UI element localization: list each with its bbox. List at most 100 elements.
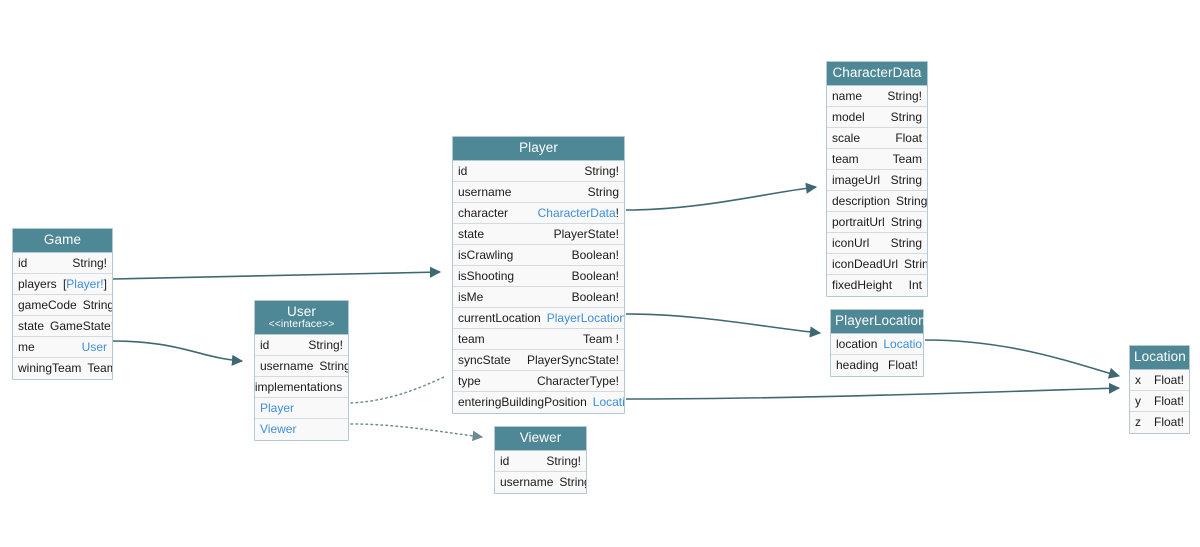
field-name: username [458,184,512,199]
field-row[interactable]: enteringBuildingPositionLocation [453,391,624,413]
field-type-link[interactable]: Location! [883,336,923,351]
field-row[interactable]: username String [255,355,348,377]
field-name: state [18,318,45,333]
field-name: portraitUrl [832,214,885,229]
edge-player-currentlocation-to-playerlocation [625,313,822,338]
entity-playerlocation[interactable]: PlayerLocation locationLocation!headingFl… [830,309,926,377]
field-name: gameCode [18,297,77,312]
field-name: z [1135,415,1141,430]
field-type: Team ! [582,331,619,346]
field-row[interactable]: username String [453,181,624,203]
field-row[interactable]: iconDeadUrlString [827,253,927,275]
entity-title: Viewer [519,430,562,445]
field-type: Location [593,395,624,409]
field-row[interactable]: Viewer [255,418,348,440]
field-name: iconUrl [832,235,870,250]
field-type: String [319,358,348,373]
field-type: Float! [1153,415,1184,430]
field-row[interactable]: id String! [13,252,112,274]
field-row[interactable]: isCrawling Boolean! [453,244,624,266]
field-type: String [587,184,619,199]
entity-header-characterdata: CharacterData [827,62,927,86]
field-name: y [1135,393,1141,408]
field-type: CharacterData! [537,205,619,220]
entity-header-viewer: Viewer [495,427,586,451]
field-type-link[interactable]: Player! [66,276,104,291]
entity-header-playerlocation: PlayerLocation [831,310,926,334]
field-type: String! [584,163,619,178]
field-type: String! [72,255,107,270]
field-name: iconDeadUrl [832,256,899,271]
edge-player-enteringbuildingposition-to-location [625,382,1121,400]
field-row[interactable]: players[Player!] [13,273,112,295]
field-type-link[interactable]: User [81,339,107,354]
field-type: GameState! [50,318,112,333]
field-type-link[interactable]: PlayerLocation [546,310,624,325]
entity-title: User [287,304,316,319]
edge-player-character-to-characterdata [625,182,818,211]
field-name: syncState [458,352,511,367]
edge-game-players-to-player [112,266,442,280]
field-row[interactable]: z Float! [1130,411,1189,433]
field-row[interactable]: locationLocation! [831,333,923,355]
field-type-link[interactable]: Location [592,395,624,410]
field-type: User [82,340,107,354]
field-row[interactable]: portraitUrl String [827,211,927,233]
field-name: id [500,453,510,468]
field-row[interactable]: gameCodeString! [13,294,112,316]
field-type-link[interactable]: CharacterData [537,205,616,220]
field-row[interactable]: Player [255,397,348,419]
field-name: isMe [458,289,484,304]
field-type: Team [892,151,922,166]
field-row[interactable]: character CharacterData! [453,202,624,224]
edge-user-player-implementation [350,376,445,404]
field-row[interactable]: iconUrl String [827,232,927,254]
field-name: model [832,109,865,124]
field-type: String [890,235,922,250]
field-name: name [832,88,863,103]
entity-header-location: Location [1130,346,1189,370]
field-type: Boolean! [571,247,619,262]
field-name: isCrawling [458,247,514,262]
field-name: character [458,205,509,220]
field-row[interactable]: state GameState! [13,315,112,337]
field-row[interactable]: implementations [255,376,348,398]
entity-header-game: Game [13,229,112,253]
field-name: players [18,276,57,291]
field-name: username [260,358,314,373]
field-type: String [890,214,923,229]
field-type: CharacterType! [536,373,619,388]
entity-title: PlayerLocation [835,313,926,328]
field-name: id [18,255,28,270]
